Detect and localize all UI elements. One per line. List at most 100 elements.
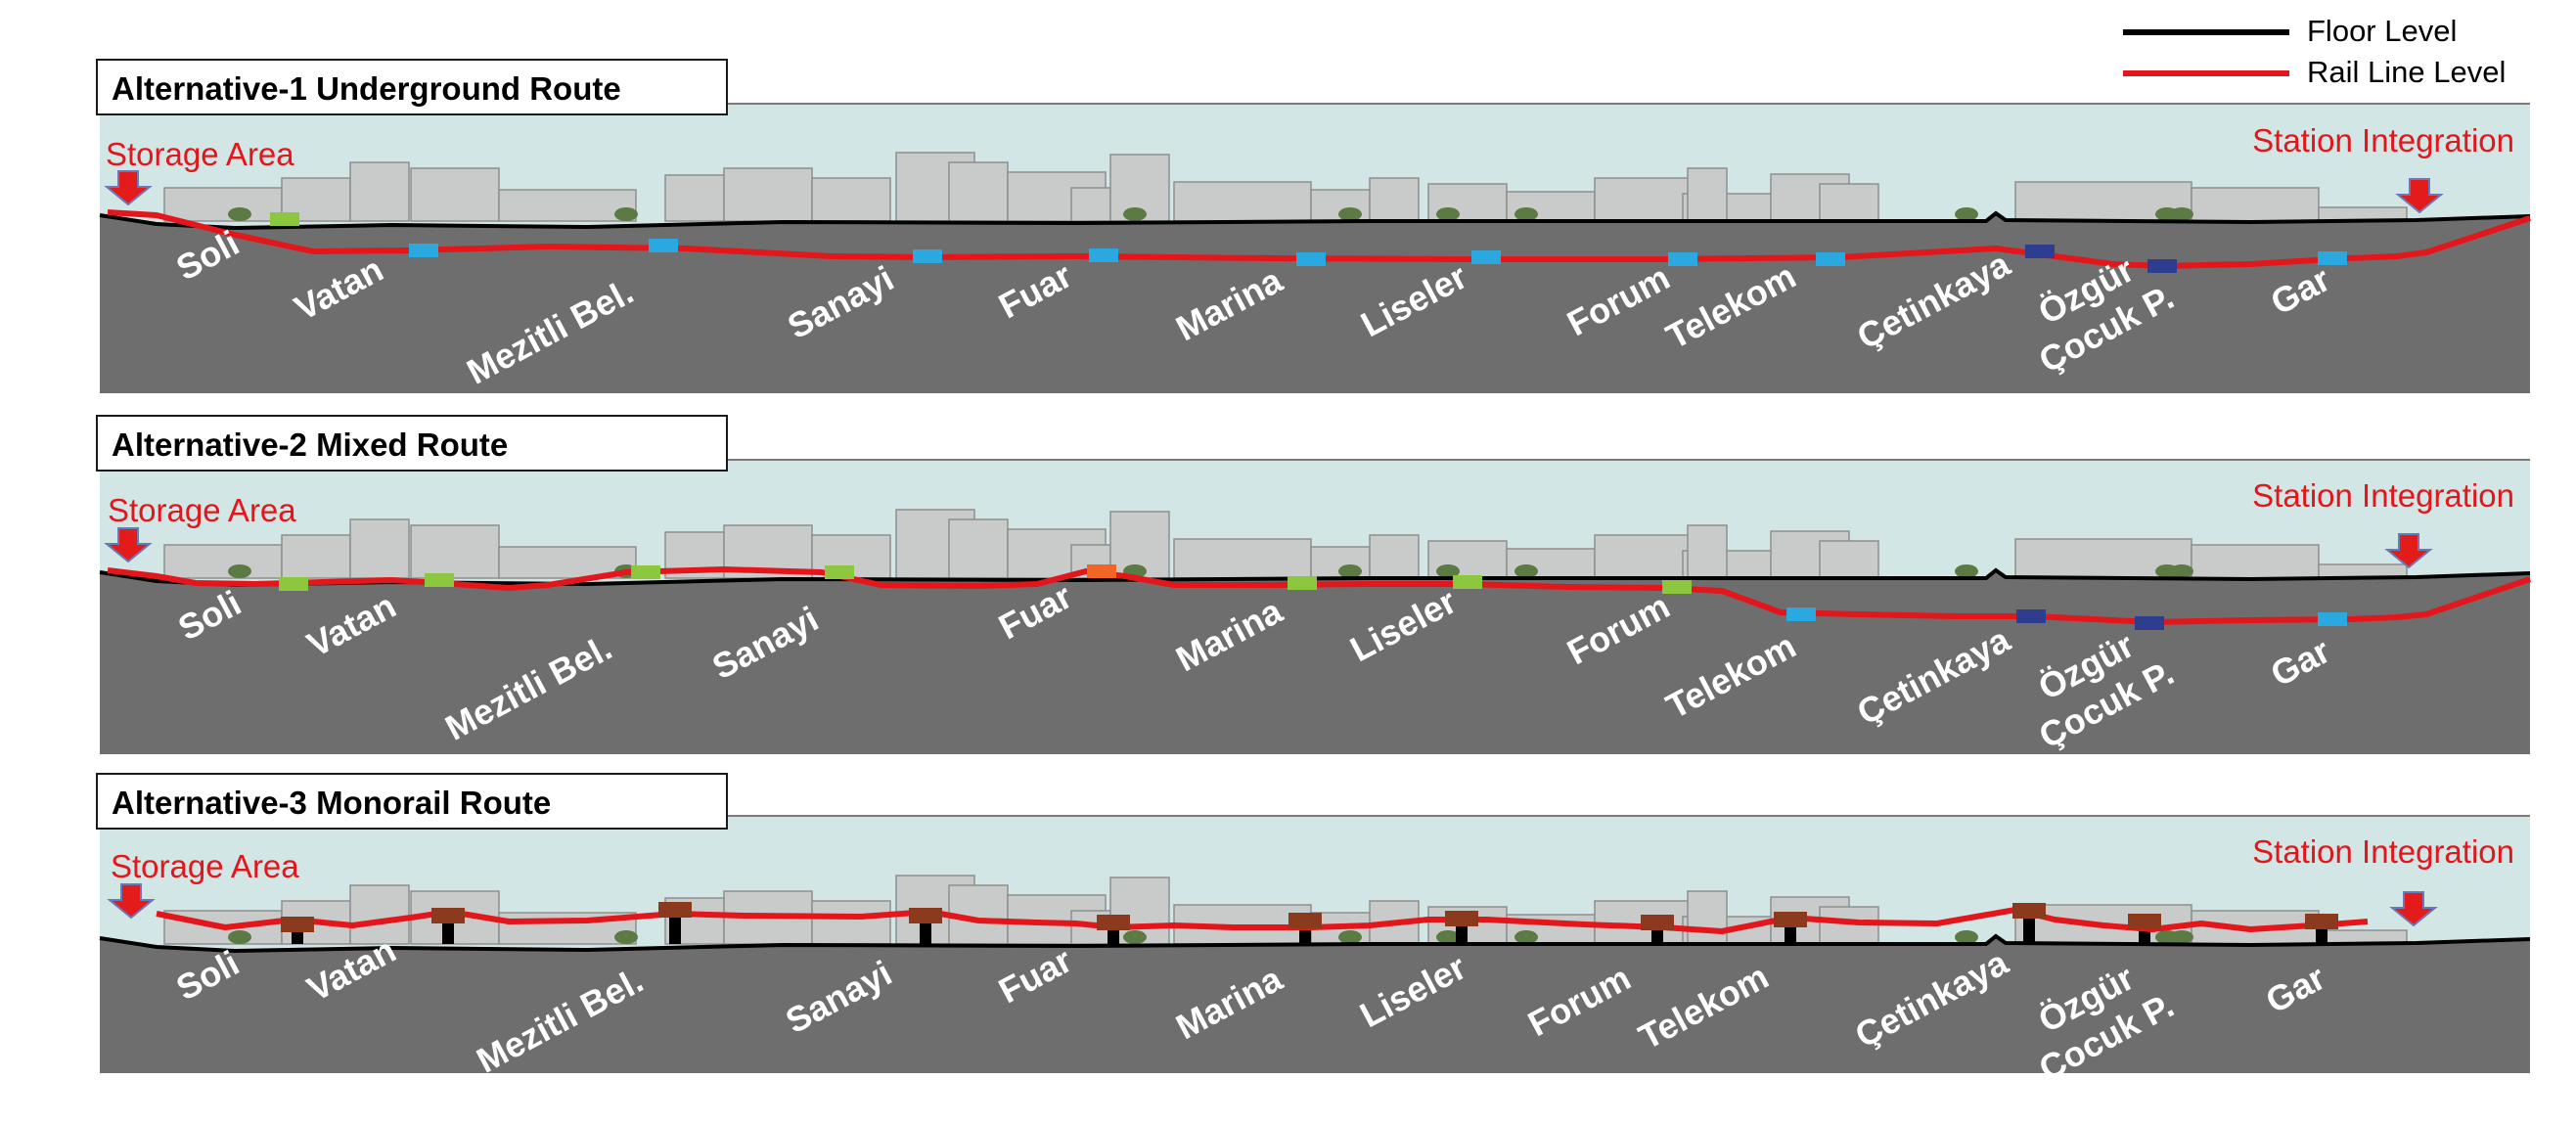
- integration-arrow-icon: [2395, 178, 2444, 214]
- storage-arrow-icon: [107, 883, 156, 920]
- tree-icon: [1338, 207, 1362, 221]
- tree-icon: [228, 930, 251, 944]
- building: [2191, 187, 2320, 222]
- building: [1173, 538, 1312, 579]
- station-marker-soli: [279, 577, 308, 591]
- tree-icon: [1955, 564, 1978, 578]
- station-marker-fuar: [1089, 248, 1118, 262]
- pillar: [292, 932, 303, 944]
- tree-icon: [1338, 930, 1362, 944]
- station-marker-mezitli-bel: [649, 239, 678, 252]
- station-marker-cetinkaya: [2016, 609, 2046, 623]
- station-marker-cetinkaya: [2025, 245, 2055, 258]
- tree-icon: [1436, 564, 1460, 578]
- station-marker-telekom: [1816, 252, 1845, 266]
- storage-arrow-icon: [104, 527, 153, 563]
- station-marker-marina: [1296, 252, 1326, 266]
- floor-level-swatch: [2123, 29, 2289, 35]
- tree-icon: [228, 564, 251, 578]
- station-marker-ozgur-cocuk-p: [2147, 259, 2177, 273]
- storage-area-label: Storage Area: [108, 492, 296, 528]
- building: [410, 167, 500, 222]
- pillar: [1107, 930, 1119, 944]
- building: [163, 544, 283, 579]
- integration-arrow-icon: [2389, 891, 2438, 927]
- pillar: [669, 918, 681, 944]
- building: [1687, 524, 1728, 579]
- building: [1594, 177, 1694, 222]
- station-marker-ozgur-cocuk-p: [2128, 914, 2161, 929]
- pillar: [920, 923, 931, 944]
- ground-area: [100, 213, 2530, 393]
- tree-icon: [1955, 207, 1978, 221]
- panel-1-title: Alternative-1 Underground Route: [96, 59, 728, 115]
- building: [349, 518, 410, 579]
- tree-icon: [1436, 207, 1460, 221]
- building: [1687, 167, 1728, 222]
- rail-line: [107, 209, 2531, 269]
- building: [1687, 890, 1728, 945]
- tree-icon: [1514, 564, 1538, 578]
- pillar: [1785, 927, 1796, 944]
- station-marker-gar: [2305, 914, 2338, 929]
- panel-3-title-text: Alternative-3 Monorail Route: [112, 785, 552, 821]
- station-marker-fuar: [1097, 915, 1130, 930]
- station-marker-mezitli-bel: [658, 902, 692, 918]
- storage-arrow-icon: [104, 170, 153, 206]
- ground-area: [100, 936, 2530, 1073]
- legend: Floor Level Rail Line Level: [2123, 12, 2573, 90]
- tree-icon: [228, 207, 251, 221]
- tree-icon: [614, 207, 638, 221]
- building: [811, 900, 891, 945]
- tree-icon: [1123, 207, 1147, 221]
- rail-line-level-label: Rail Line Level: [2307, 55, 2507, 89]
- tree-icon: [2170, 930, 2193, 944]
- station-marker-fuar: [1087, 564, 1116, 578]
- rail-line-level-swatch: [2123, 70, 2289, 76]
- building: [163, 187, 283, 222]
- building: [811, 177, 891, 222]
- floor-level-label: Floor Level: [2307, 14, 2458, 48]
- legend-floor-level: Floor Level: [2123, 12, 2573, 51]
- panel-2-title-text: Alternative-2 Mixed Route: [112, 427, 509, 463]
- storage-area-label: Storage Area: [111, 848, 299, 884]
- station-marker-soli: [281, 917, 314, 932]
- station-integration-label: Station Integration: [2252, 477, 2514, 514]
- panel-3-title: Alternative-3 Monorail Route: [96, 773, 728, 830]
- panel-1-title-text: Alternative-1 Underground Route: [112, 70, 621, 107]
- building: [664, 174, 725, 222]
- panel-2-title: Alternative-2 Mixed Route: [96, 415, 728, 472]
- station-marker-vatan: [425, 573, 454, 587]
- tree-icon: [1514, 930, 1538, 944]
- station-marker-mezitli-bel: [631, 565, 660, 579]
- station-marker-forum: [1662, 580, 1692, 594]
- station-marker-vatan: [431, 908, 465, 923]
- pillar: [1651, 930, 1663, 944]
- building: [1819, 183, 1879, 222]
- skyline: [163, 152, 2408, 222]
- tree-icon: [1123, 930, 1147, 944]
- station-marker-gar: [2318, 612, 2347, 626]
- station-marker-sanayi: [825, 565, 854, 579]
- station-marker-sanayi: [909, 908, 942, 923]
- station-marker-gar: [2318, 251, 2347, 265]
- building: [1819, 540, 1879, 579]
- tree-icon: [1338, 564, 1362, 578]
- station-marker-telekom: [1774, 912, 1807, 927]
- station-integration-label: Station Integration: [2252, 833, 2514, 870]
- building: [1594, 534, 1694, 579]
- station-marker-telekom: [1786, 607, 1816, 621]
- building: [410, 524, 500, 579]
- tree-icon: [2170, 564, 2193, 578]
- pillar: [1299, 928, 1311, 944]
- building: [948, 518, 1009, 579]
- storage-area-label: Storage Area: [106, 136, 294, 172]
- building: [1070, 187, 1111, 222]
- station-integration-label: Station Integration: [2252, 122, 2514, 158]
- building: [498, 189, 637, 222]
- tree-icon: [2170, 207, 2193, 221]
- tree-icon: [614, 930, 638, 944]
